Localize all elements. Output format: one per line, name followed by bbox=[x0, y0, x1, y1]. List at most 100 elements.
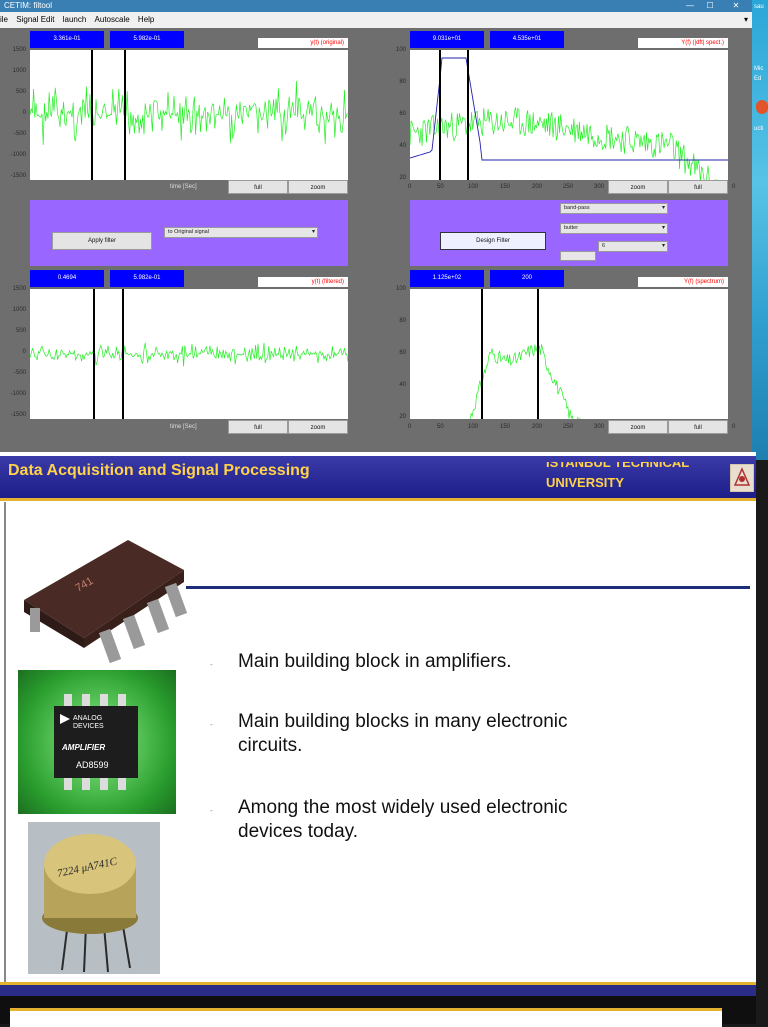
desktop-background: sau Mic Ed ucti bbox=[752, 0, 768, 460]
x-tick: 250 bbox=[563, 424, 574, 430]
x-tick: 250 bbox=[563, 184, 574, 190]
menu-signal-edit[interactable]: Signal Edit bbox=[16, 15, 55, 24]
filter-apply-panel: Apply filter to Original signal▾ bbox=[30, 200, 348, 266]
desktop-label: sau bbox=[754, 4, 764, 10]
menu-autoscale[interactable]: Autoscale bbox=[94, 15, 130, 24]
y-tick: 1500 bbox=[12, 286, 26, 292]
apply-filter-button[interactable]: Apply filter bbox=[52, 232, 152, 250]
original-signal-plot[interactable] bbox=[29, 50, 349, 180]
zoom-button[interactable]: zoom bbox=[288, 420, 348, 434]
y-tick: -1500 bbox=[10, 412, 26, 418]
x-tick: 0 bbox=[732, 424, 736, 430]
signal-line bbox=[29, 80, 349, 145]
filter-method-select[interactable]: butter ▾ bbox=[560, 223, 668, 234]
y-tick: 1500 bbox=[12, 47, 26, 53]
cursor2-value: 5.982e-01 bbox=[110, 270, 184, 287]
chevron-down-icon[interactable]: ▾ bbox=[743, 15, 748, 24]
spectrum-line bbox=[409, 107, 729, 205]
y-tick: 100 bbox=[395, 47, 406, 53]
zoom-button[interactable]: zoom bbox=[608, 180, 668, 194]
apply-target-select[interactable]: to Original signal▾ bbox=[164, 227, 318, 238]
plot-legend: y(t) (filtered) bbox=[258, 277, 348, 287]
spectrum-plot[interactable] bbox=[409, 50, 729, 205]
ad8599-chip-image: ANALOG DEVICES AMPLIFIER AD8599 bbox=[18, 670, 176, 814]
app-shortcut-icon[interactable] bbox=[756, 100, 768, 114]
zoom-button[interactable]: zoom bbox=[608, 420, 668, 434]
cursor1-value: 9.031e+01 bbox=[410, 31, 484, 48]
filter-response-line bbox=[409, 57, 728, 161]
plot-legend: y(t) (original) bbox=[258, 38, 348, 48]
y-tick: 60 bbox=[399, 350, 406, 356]
desktop-label: Ed bbox=[754, 76, 762, 82]
university-name-line2: UNIVERSITY bbox=[546, 475, 625, 490]
plot-legend: Y(f) (spectrum) bbox=[638, 277, 728, 287]
university-logo-icon bbox=[730, 464, 754, 492]
chip-label-text: AMPLIFIER bbox=[61, 743, 105, 752]
menu-bar: ile Signal Edit launch Autoscale Help ▾ bbox=[0, 12, 752, 28]
menu-help[interactable]: Help bbox=[137, 15, 155, 24]
cursor2-value: 5.982e-01 bbox=[110, 31, 184, 48]
slide-title: Data Acquisition and Signal Processing bbox=[8, 462, 310, 479]
filter-param-field[interactable] bbox=[560, 251, 596, 261]
x-tick: 0 bbox=[408, 424, 412, 430]
full-button[interactable]: full bbox=[668, 420, 728, 434]
chip-part-text: AD8599 bbox=[76, 760, 109, 770]
window-title: CETIM: filtool bbox=[4, 1, 53, 10]
full-button[interactable]: full bbox=[228, 180, 288, 194]
filtered-spectrum-plot[interactable] bbox=[410, 289, 728, 426]
design-filter-button[interactable]: Design Filter bbox=[440, 232, 546, 250]
bullet-line: Main building block in amplifiers. bbox=[238, 651, 512, 672]
header-divider bbox=[0, 498, 756, 501]
menu-file[interactable]: ile bbox=[0, 15, 9, 24]
cursor1-value: 3.361e-01 bbox=[30, 31, 104, 48]
cursor1-value: 1.125e+02 bbox=[410, 270, 484, 287]
y-tick: 40 bbox=[399, 382, 406, 388]
y-tick: 80 bbox=[399, 318, 406, 324]
filtered-signal-plot[interactable] bbox=[29, 289, 349, 419]
x-tick: 150 bbox=[500, 184, 511, 190]
cursor1-value: 0.4694 bbox=[30, 270, 104, 287]
filter-type-select[interactable]: band-pass ▾ bbox=[560, 203, 668, 214]
bullet-line: Among the most widely used electronic bbox=[238, 797, 568, 818]
minimize-icon[interactable]: — bbox=[686, 1, 694, 10]
content-rule bbox=[186, 586, 750, 589]
cursor2-value: 200 bbox=[490, 270, 564, 287]
filtered-signal-line bbox=[29, 342, 349, 367]
x-tick: 100 bbox=[468, 184, 479, 190]
filtool-window: CETIM: filtool — ☐ ✕ ile Signal Edit lau… bbox=[0, 0, 752, 452]
y-tick: 80 bbox=[399, 79, 406, 85]
y-tick: 20 bbox=[399, 175, 406, 181]
filter-type-value: band-pass bbox=[564, 205, 590, 211]
y-tick: -1000 bbox=[10, 391, 26, 397]
zoom-button[interactable]: zoom bbox=[288, 180, 348, 194]
bullet-line: devices today. bbox=[238, 821, 359, 842]
spectrum-trace bbox=[409, 50, 729, 205]
x-axis-label: time [Sec] bbox=[170, 184, 197, 190]
maximize-icon[interactable]: ☐ bbox=[706, 1, 714, 10]
filter-method-value: butter bbox=[564, 225, 579, 231]
y-tick: 20 bbox=[399, 414, 406, 420]
filter-order-select[interactable]: 6▾ bbox=[598, 241, 668, 252]
full-button[interactable]: full bbox=[668, 180, 728, 194]
desktop-label: Mic bbox=[754, 66, 764, 72]
y-tick: -500 bbox=[13, 370, 26, 376]
plot-legend: Y(f) (|dft| spect.) bbox=[638, 38, 728, 48]
chip-brand-text: ANALOG bbox=[73, 715, 102, 722]
close-icon[interactable]: ✕ bbox=[732, 1, 740, 10]
bullet-line: Main building blocks in many electronic bbox=[238, 711, 568, 732]
bullet-marker: - bbox=[210, 806, 213, 815]
chevron-down-icon: ▾ bbox=[661, 205, 665, 211]
chevron-down-icon: ▾ bbox=[661, 225, 665, 231]
x-tick: 50 bbox=[437, 424, 444, 430]
chip-brand-text: DEVICES bbox=[73, 723, 104, 730]
full-button[interactable]: full bbox=[228, 420, 288, 434]
y-tick: 1000 bbox=[12, 307, 26, 313]
y-tick: 500 bbox=[15, 89, 26, 95]
desktop-label: ucti bbox=[754, 126, 764, 132]
menu-launch[interactable]: launch bbox=[62, 15, 87, 24]
chevron-down-icon: ▾ bbox=[661, 243, 665, 249]
y-tick: -1000 bbox=[10, 152, 26, 158]
metal-can-opamp-image: 7224 μA741C bbox=[28, 822, 160, 974]
filtered-spectrum-trace bbox=[469, 289, 581, 426]
